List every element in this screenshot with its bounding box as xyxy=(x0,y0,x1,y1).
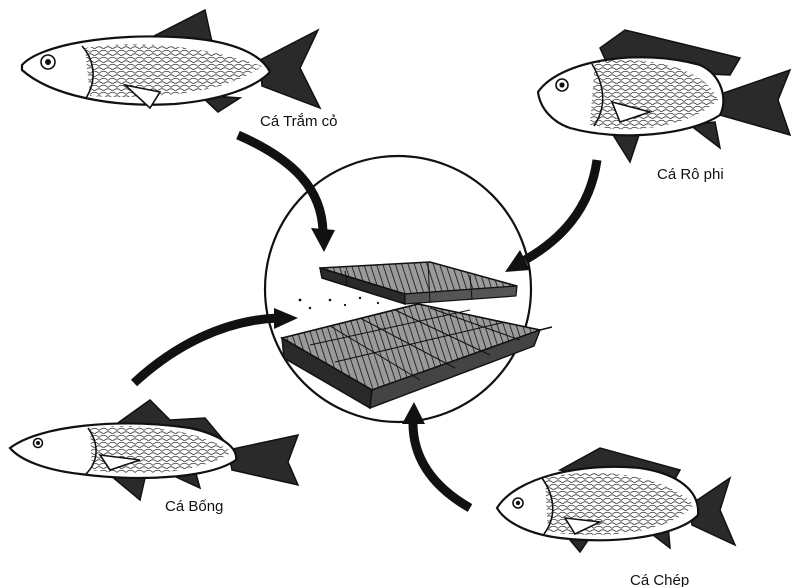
upper-raft xyxy=(320,262,517,304)
label-carp: Cá Chép xyxy=(630,572,689,587)
arrow-from-grass-carp xyxy=(238,135,335,252)
lower-raft xyxy=(282,297,552,408)
tilapia-fish xyxy=(538,30,790,162)
grass-carp-fish xyxy=(22,10,320,112)
carp-fish xyxy=(497,448,735,552)
label-grass-carp: Cá Trắm cỏ xyxy=(260,113,338,130)
label-bong: Cá Bống xyxy=(165,498,223,515)
bong-fish xyxy=(10,400,298,500)
arrow-from-tilapia xyxy=(505,160,597,272)
arrow-from-bong xyxy=(134,308,298,383)
label-tilapia: Cá Rô phi xyxy=(657,166,724,183)
arrow-from-carp xyxy=(402,402,470,508)
